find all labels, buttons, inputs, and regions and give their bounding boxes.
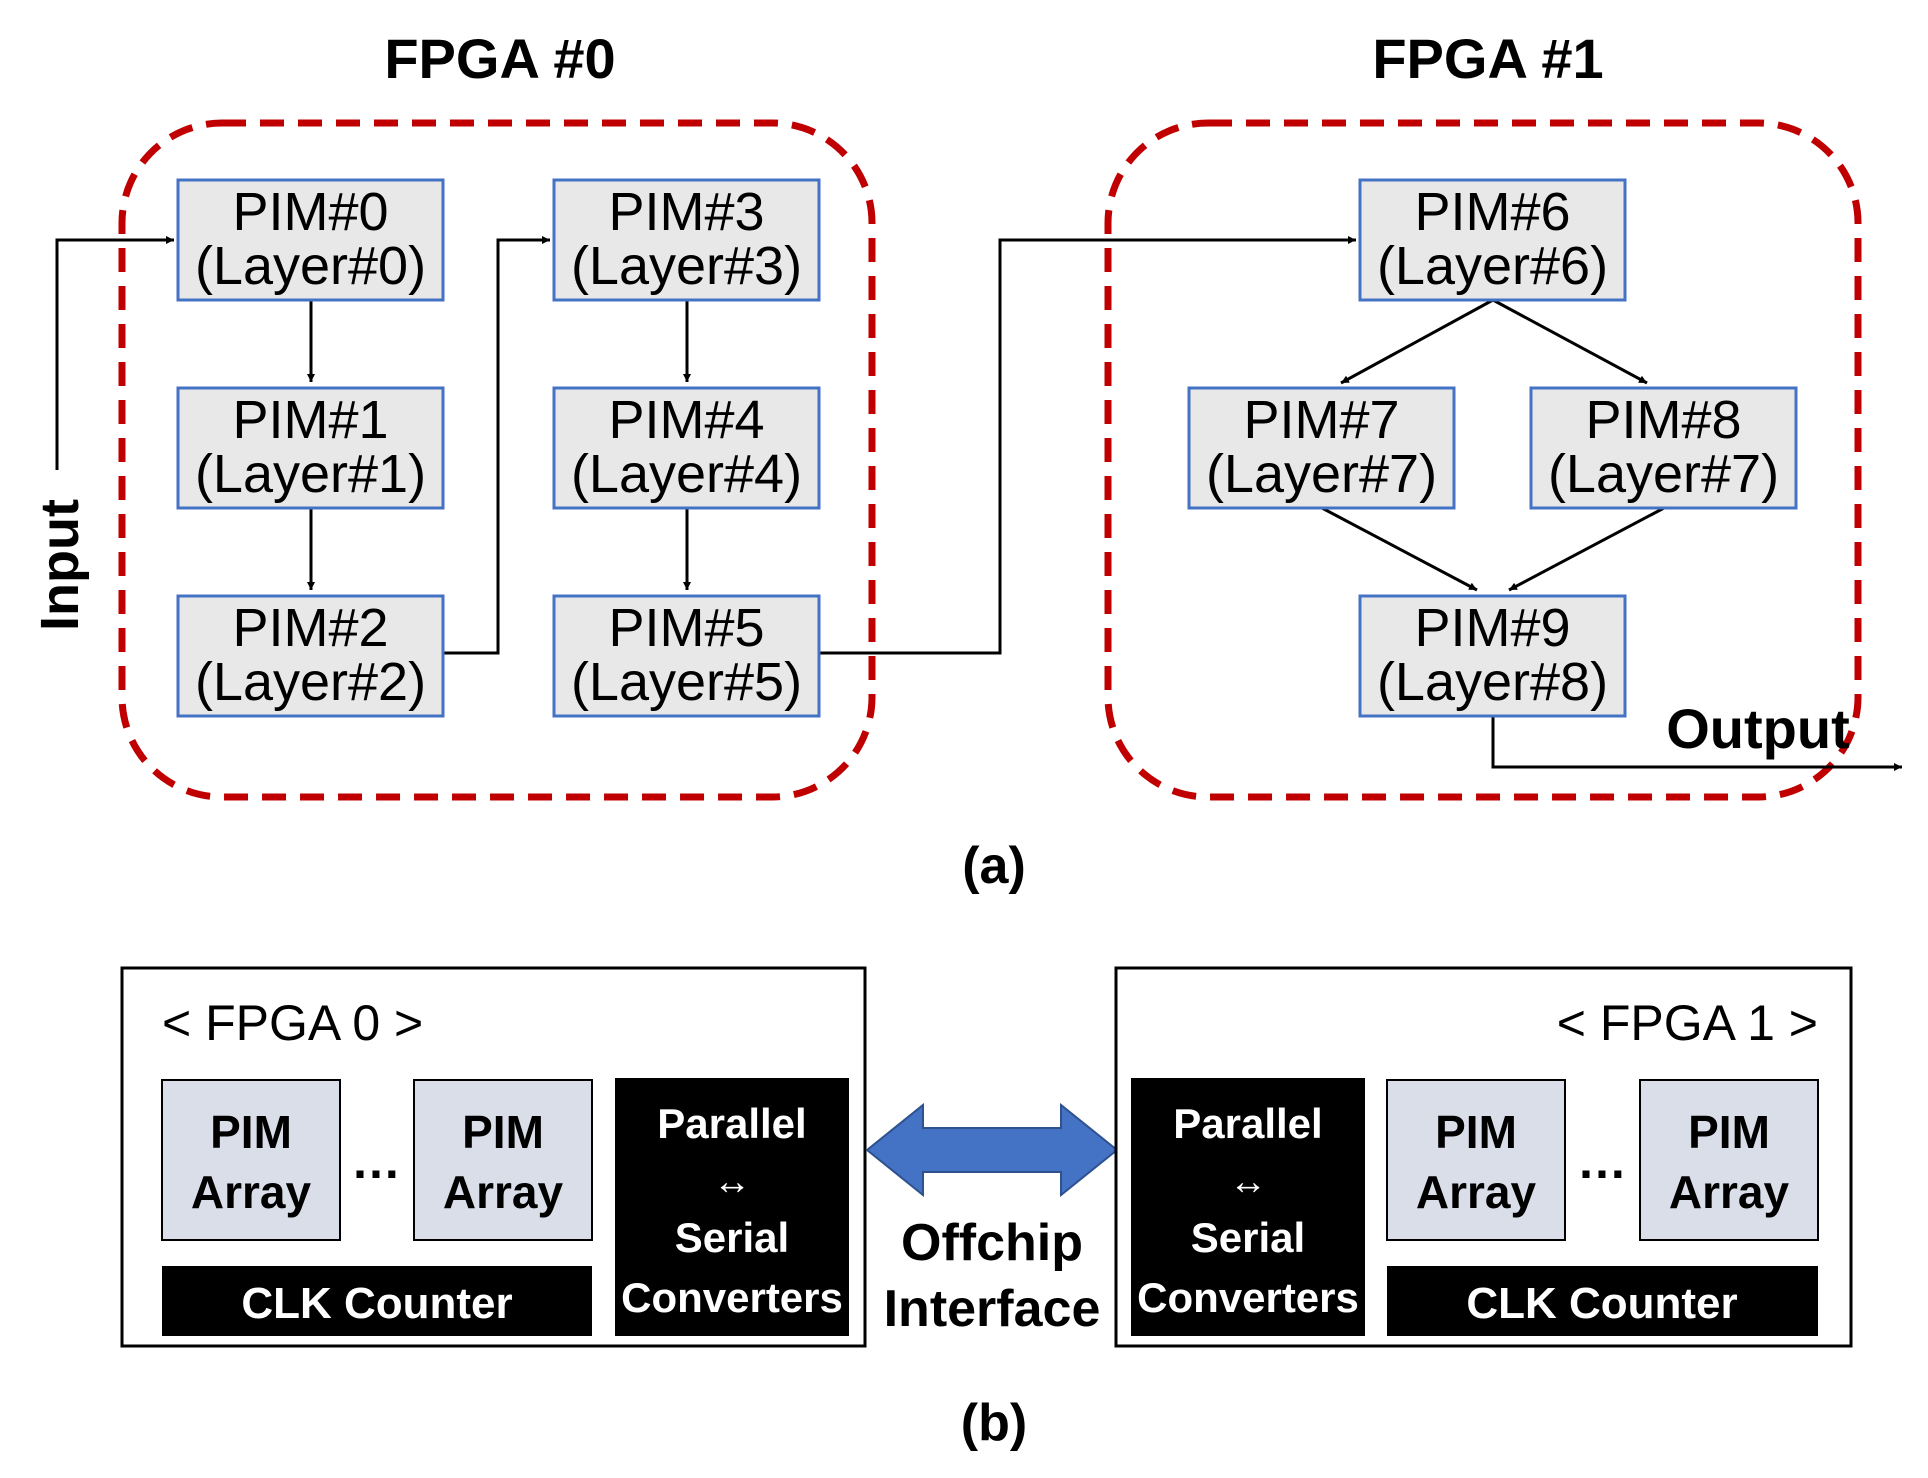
pim-node-box	[176, 178, 445, 302]
pim-node-id: PIM#3	[608, 182, 764, 242]
pim-node-box	[552, 386, 821, 510]
pim-node-id: PIM#9	[1414, 598, 1570, 658]
offchip-interface-arrow	[865, 1102, 1119, 1198]
pim-node: PIM#2(Layer#2)	[176, 594, 445, 718]
pim-node-box	[1529, 386, 1798, 510]
pim-node-box	[552, 178, 821, 302]
caption-a: (a)	[962, 837, 1026, 895]
ellipsis: …	[351, 1133, 401, 1189]
arrow-pim2-pim3	[443, 236, 550, 655]
offchip-interface-label-2: Interface	[884, 1280, 1101, 1338]
arrow-pim6-pim7	[1340, 298, 1494, 385]
pim-node: PIM#4(Layer#4)	[552, 386, 821, 510]
pim-array-box	[1639, 1079, 1819, 1241]
pim-array-label-1: PIM	[1435, 1106, 1517, 1158]
pim-node: PIM#8(Layer#7)	[1529, 386, 1798, 510]
fpga0-boundary	[118, 119, 876, 801]
pim-node-layer: (Layer#3)	[571, 236, 802, 296]
pim-node-box	[176, 386, 445, 510]
converter-label-2: ↔	[1229, 1161, 1267, 1203]
pim-node-layer: (Layer#7)	[1548, 444, 1779, 504]
arrow-pim5-pim6	[819, 236, 1356, 655]
pim-array-box	[1386, 1079, 1566, 1241]
pim-node-id: PIM#7	[1243, 390, 1399, 450]
connectors	[55, 236, 1902, 771]
pim-node-layer: (Layer#0)	[195, 236, 426, 296]
pim-array-label-1: PIM	[1688, 1106, 1770, 1158]
converter-label-1: Parallel	[657, 1100, 806, 1147]
clk-counter-box	[1387, 1266, 1818, 1336]
pim-array-label-1: PIM	[210, 1106, 292, 1158]
clk-counter-label: CLK Counter	[241, 1279, 512, 1328]
pim-node-layer: (Layer#1)	[195, 444, 426, 504]
pim-node: PIM#7(Layer#7)	[1187, 386, 1456, 510]
pim-node-box	[176, 594, 445, 718]
converter-label-1: Parallel	[1173, 1100, 1322, 1147]
arrow-pim8-pim9	[1508, 506, 1665, 592]
converter-label-3: Serial	[675, 1214, 789, 1261]
pim-node-layer: (Layer#4)	[571, 444, 802, 504]
pim-node-id: PIM#1	[232, 390, 388, 450]
pim-node-layer: (Layer#6)	[1377, 236, 1608, 296]
pim-node-id: PIM#2	[232, 598, 388, 658]
clk-counter-label: CLK Counter	[1466, 1279, 1737, 1328]
pim-node-box	[1358, 178, 1627, 302]
pim-array-label-2: Array	[1416, 1166, 1537, 1218]
pim-array-label-2: Array	[1669, 1166, 1790, 1218]
converter-label-4: Converters	[1137, 1274, 1359, 1321]
pim-node-box	[1187, 386, 1456, 510]
fpga1-title: FPGA #1	[1372, 27, 1603, 90]
pim-node-layer: (Layer#5)	[571, 652, 802, 712]
fpga1-boundary	[1104, 119, 1862, 801]
pim-node-layer: (Layer#8)	[1377, 652, 1608, 712]
converter-label-4: Converters	[621, 1274, 843, 1321]
pim-array-label-2: Array	[443, 1166, 564, 1218]
pim-node: PIM#3(Layer#3)	[552, 178, 821, 302]
pim-node-layer: (Layer#7)	[1206, 444, 1437, 504]
pim-node-id: PIM#0	[232, 182, 388, 242]
pim-node-box	[1358, 594, 1627, 718]
clk-counter-box	[162, 1266, 592, 1336]
pim-node-box	[552, 594, 821, 718]
pim-node: PIM#5(Layer#5)	[552, 594, 821, 718]
pim-node: PIM#1(Layer#1)	[176, 386, 445, 510]
pim-node-id: PIM#4	[608, 390, 764, 450]
pim-node: PIM#6(Layer#6)	[1358, 178, 1627, 302]
fpga1-board-title: < FPGA 1 >	[1557, 995, 1818, 1051]
pim-node-id: PIM#5	[608, 598, 764, 658]
fpga0-board-title: < FPGA 0 >	[162, 995, 423, 1051]
arrow-pim7-pim9	[1321, 506, 1478, 592]
pim-array-label-2: Array	[191, 1166, 312, 1218]
caption-b: (b)	[961, 1394, 1027, 1452]
pim-nodes: PIM#0(Layer#0)PIM#1(Layer#1)PIM#2(Layer#…	[176, 178, 1798, 718]
pim-array-box	[161, 1079, 341, 1241]
converter-label-2: ↔	[713, 1161, 751, 1203]
pim-array-box	[413, 1079, 593, 1241]
output-label: Output	[1666, 697, 1849, 760]
pim-node-id: PIM#6	[1414, 182, 1570, 242]
offchip-interface-label-1: Offchip	[901, 1214, 1083, 1272]
converter-box	[1131, 1078, 1365, 1336]
converter-label-3: Serial	[1191, 1214, 1305, 1261]
ellipsis: …	[1577, 1133, 1627, 1189]
arrow-pim6-pim8	[1492, 298, 1648, 385]
fpga0-title: FPGA #0	[384, 27, 615, 90]
pim-node-layer: (Layer#2)	[195, 652, 426, 712]
input-arrow	[55, 236, 174, 470]
pim-node: PIM#0(Layer#0)	[176, 178, 445, 302]
pim-array-label-1: PIM	[462, 1106, 544, 1158]
pim-node: PIM#9(Layer#8)	[1358, 594, 1627, 718]
input-label: Input	[30, 499, 90, 631]
converter-box	[615, 1078, 849, 1336]
output-arrow	[1491, 715, 1902, 771]
pim-node-id: PIM#8	[1585, 390, 1741, 450]
